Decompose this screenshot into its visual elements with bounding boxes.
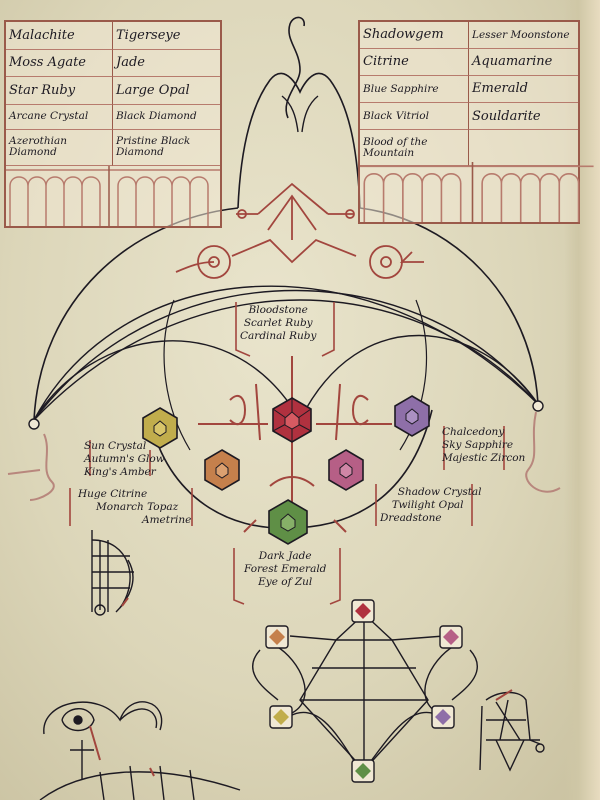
gem-name: Pristine Black Diamond bbox=[113, 130, 220, 166]
eye-red-marks bbox=[89, 725, 155, 777]
gem-name: Blue Sapphire bbox=[360, 76, 469, 104]
gem-label: Scarlet Ruby bbox=[243, 317, 313, 330]
gem-name: Souldarite bbox=[469, 103, 578, 131]
right-anchor-node bbox=[532, 400, 544, 412]
gem-orange-left bbox=[204, 449, 240, 491]
gem-label: Eye of Zul bbox=[258, 576, 313, 589]
dome-spire bbox=[281, 95, 319, 133]
gem-label: King's Amber bbox=[84, 466, 156, 479]
left-table-arches bbox=[6, 166, 220, 226]
lower-bowl-inner bbox=[163, 299, 191, 451]
left-gem-table: Malachite Tigerseye Moss Agate Jade Star… bbox=[4, 20, 222, 228]
label-group-right-lower: Shadow Crystal Twilight Opal Dreadstone bbox=[380, 486, 482, 525]
gem-name: Tigerseye bbox=[113, 22, 220, 50]
label-group-top: Bloodstone Scarlet Ruby Cardinal Ruby bbox=[240, 304, 316, 343]
eye-wave-sketch bbox=[39, 701, 241, 800]
gem-name: Moss Agate bbox=[6, 49, 113, 78]
gem-red-top bbox=[272, 397, 312, 443]
inner-arch-left bbox=[33, 340, 301, 421]
star-gem-upper-right bbox=[439, 625, 463, 649]
right-red-squiggle bbox=[525, 411, 561, 493]
star-gem-bottom bbox=[351, 759, 375, 783]
gem-label: Shadow Crystal bbox=[397, 486, 482, 498]
gem-label: Bloodstone bbox=[248, 304, 308, 316]
right-gem-grid: Shadowgem Lesser Moonstone Citrine Aquam… bbox=[360, 22, 578, 166]
red-side-circles bbox=[175, 245, 424, 279]
star-gem-layout bbox=[252, 613, 478, 772]
gem-name: Arcane Crystal bbox=[6, 104, 113, 130]
astrolabe-red-dot bbox=[121, 597, 129, 607]
gem-purple-right bbox=[394, 395, 430, 437]
gem-label: Sky Sapphire bbox=[442, 439, 514, 452]
top-spiral-flourish bbox=[285, 16, 305, 119]
gem-yellow-left bbox=[142, 407, 178, 449]
gem-label: Chalcedony bbox=[442, 426, 505, 438]
gem-label: Cardinal Ruby bbox=[240, 330, 317, 343]
star-gem-lower-left bbox=[269, 705, 293, 729]
gem-name: Malachite bbox=[6, 22, 113, 50]
star-gem-top bbox=[351, 599, 375, 623]
gem-name: Azerothian Diamond bbox=[6, 129, 113, 166]
gem-label: Autumn's Glow bbox=[84, 453, 165, 466]
left-red-squiggle bbox=[7, 433, 55, 501]
gem-name: Large Opal bbox=[113, 77, 220, 105]
gem-label: Monarch Topaz bbox=[96, 501, 179, 514]
dome-outline bbox=[237, 72, 361, 209]
bell-red-mark bbox=[495, 689, 513, 701]
gem-name: Shadowgem bbox=[360, 22, 469, 50]
gem-name bbox=[469, 130, 578, 166]
star-gem-lower-right bbox=[431, 705, 455, 729]
label-brackets bbox=[69, 302, 505, 605]
gem-name: Emerald bbox=[469, 76, 578, 104]
left-anchor-node bbox=[28, 418, 40, 430]
gem-name: Aquamarine bbox=[469, 49, 578, 77]
gem-green-bottom bbox=[268, 499, 308, 545]
star-gem-upper-left bbox=[265, 625, 289, 649]
gem-label: Ametrine bbox=[142, 514, 192, 527]
crossing-arch-2 bbox=[33, 289, 539, 421]
gem-label: Twilight Opal bbox=[391, 499, 464, 512]
gem-label: Huge Citrine bbox=[78, 488, 148, 500]
outer-arch-left bbox=[33, 207, 239, 421]
label-group-right: Chalcedony Sky Sapphire Majestic Zircon bbox=[442, 426, 525, 465]
red-rune-top bbox=[231, 182, 357, 264]
left-gem-grid: Malachite Tigerseye Moss Agate Jade Star… bbox=[6, 22, 220, 166]
gem-label: Sun Crystal bbox=[84, 440, 147, 452]
gem-name: Star Ruby bbox=[6, 77, 113, 105]
gem-name: Lesser Moonstone bbox=[469, 22, 578, 50]
gem-name: Blood of the Mountain bbox=[360, 130, 469, 166]
red-crescent-marks bbox=[198, 356, 392, 533]
gem-label: Forest Emerald bbox=[244, 563, 327, 576]
right-gem-table: Shadowgem Lesser Moonstone Citrine Aquam… bbox=[358, 20, 594, 224]
bell-sketch bbox=[479, 691, 545, 772]
gem-label: Dreadstone bbox=[380, 512, 442, 525]
gem-pink-right bbox=[328, 449, 364, 491]
astrolabe-sketch bbox=[91, 530, 134, 616]
right-table-arches bbox=[360, 162, 594, 222]
gem-label: Majestic Zircon bbox=[442, 452, 526, 465]
label-group-left-lower: Huge Citrine Monarch Topaz Ametrine bbox=[78, 488, 191, 527]
label-group-left: Sun Crystal Autumn's Glow King's Amber bbox=[84, 440, 165, 479]
inner-arch-right bbox=[299, 334, 539, 421]
gem-name: Citrine bbox=[360, 49, 469, 77]
gem-name: Jade bbox=[113, 50, 220, 78]
gem-label: Dark Jade bbox=[258, 550, 312, 562]
gem-name: Black Diamond bbox=[113, 105, 220, 130]
label-group-bottom: Dark Jade Forest Emerald Eye of Zul bbox=[244, 550, 326, 589]
gem-name: Black Vitriol bbox=[360, 103, 469, 131]
